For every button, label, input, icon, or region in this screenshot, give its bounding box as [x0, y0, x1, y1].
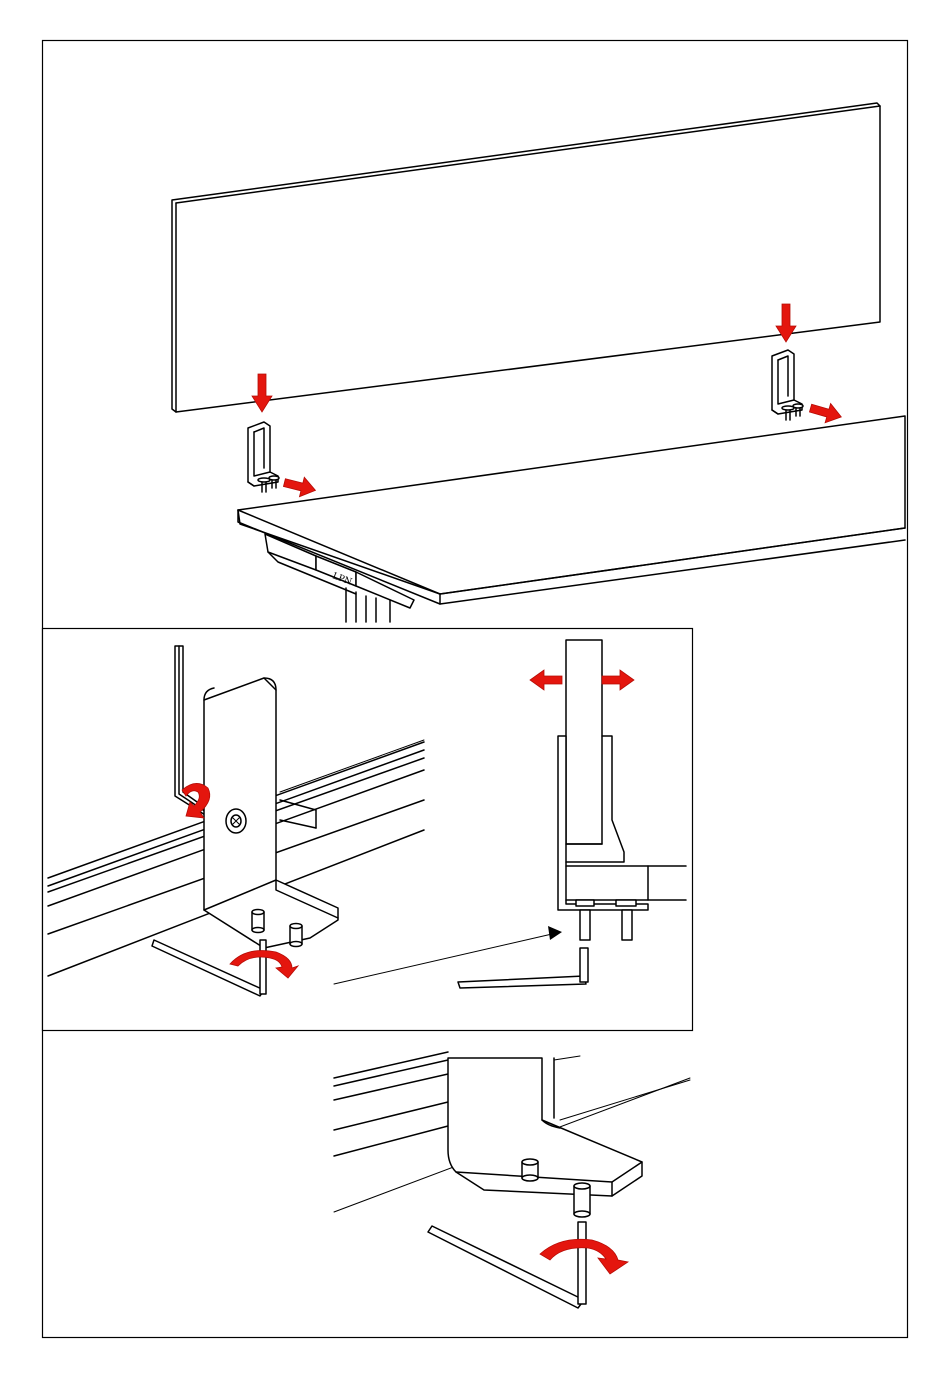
hex-key-closeup — [428, 1222, 586, 1308]
panel-step-3 — [334, 1052, 690, 1308]
arrow-right-right — [808, 399, 844, 427]
desk-top: LPN — [238, 416, 905, 622]
panel-step-1: LPN — [172, 103, 905, 622]
arrow-right-left — [282, 473, 318, 500]
clamp-closeup — [448, 1058, 642, 1217]
clamp-left — [248, 422, 279, 492]
clamp-right — [772, 350, 803, 420]
